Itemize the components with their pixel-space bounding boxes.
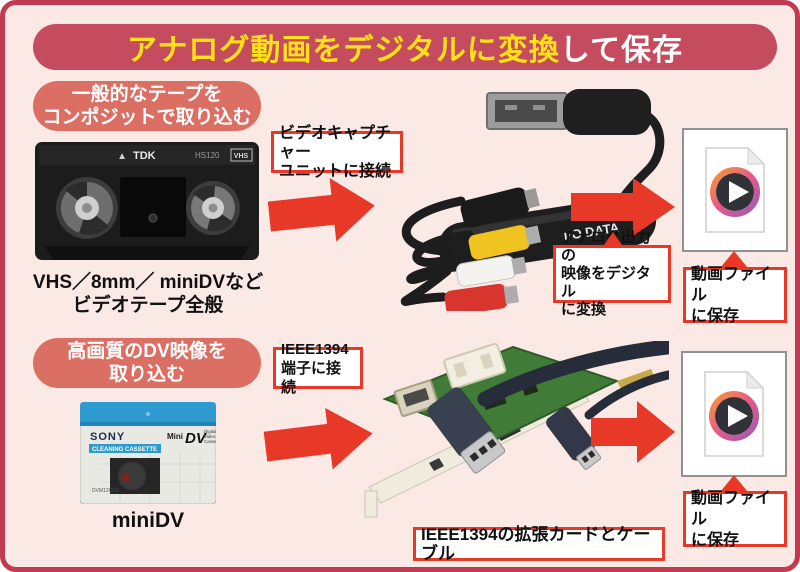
- rca-white-connector: [456, 255, 527, 287]
- vhs-caption-line1: VHS／8mm／ miniDVなど: [32, 272, 264, 293]
- title-banner: アナログ動画をデジタルに変換して保存: [33, 24, 777, 70]
- svg-text:Digital: Digital: [204, 429, 216, 434]
- capture-unit-note-line1: ビデオキャプチャー: [279, 124, 392, 161]
- minidv-caption: miniDV: [111, 509, 185, 532]
- save-pointer-top: [721, 251, 747, 267]
- rca-red-connector: [444, 283, 519, 316]
- usb-plug: [486, 89, 651, 135]
- convert-note-pointer: [602, 232, 624, 248]
- video-file-box-top: [682, 128, 788, 252]
- firewire-6pin-connector: [427, 387, 506, 474]
- arrow-minidv-to-card: [262, 403, 377, 478]
- vhs-top-mark: ▲: [117, 151, 127, 162]
- convert-note-line3: に変換: [561, 301, 607, 318]
- save-note-bottom: 動画ファイル に保存: [683, 489, 787, 549]
- ieee1394-port-note-line1: IEEE1394: [281, 340, 349, 358]
- vhs-model-text: HS120: [195, 151, 220, 160]
- page-title-highlight: アナログ動画をデジタルに変換: [127, 34, 560, 67]
- arrow-device-to-file: [571, 178, 675, 236]
- save-pointer-bottom: [721, 475, 747, 491]
- analog-method-line2: コンポジットで取り込む: [42, 107, 252, 128]
- svg-text:Video: Video: [204, 434, 216, 439]
- firewire-4pin-connector: [546, 407, 602, 470]
- vhs-caption: VHS／8mm／ miniDVなど ビデオテープ全般: [23, 271, 273, 317]
- svg-text:Mini: Mini: [167, 432, 183, 441]
- vhs-right-reel: [186, 181, 240, 235]
- ieee1394-card-image: [363, 339, 675, 548]
- ieee1394-hardware-caption-text: IEEE1394の拡張カードとケーブル: [421, 525, 651, 563]
- vhs-cassette-image: ▲ TDK HS120 VHS: [35, 138, 259, 273]
- arrow-card-to-file: [591, 401, 675, 463]
- ieee1394-port-note: IEEE1394 端子に接続: [273, 341, 363, 396]
- svg-text:Cassette: Cassette: [204, 439, 216, 444]
- svg-text:DV: DV: [185, 430, 208, 447]
- save-note-bottom-line2: に保存: [691, 531, 740, 549]
- svideo-connector: [460, 187, 540, 228]
- save-note-top-line2: に保存: [691, 307, 740, 325]
- video-file-icon: [705, 146, 766, 233]
- minidv-logo: Mini DV Digital Video Cassette: [167, 429, 222, 447]
- save-note-bottom-line1: 動画ファイル: [691, 489, 772, 528]
- vhs-format-logo: VHS: [234, 153, 249, 160]
- dv-method-line1: 高画質のDV映像を: [67, 341, 227, 362]
- dv-method-line2: 取り込む: [108, 364, 185, 385]
- video-file-icon: [704, 370, 765, 457]
- vhs-caption-line2: ビデオテープ全般: [72, 295, 224, 316]
- arrow-vhs-to-device: [266, 174, 378, 249]
- analog-method-label: 一般的なテープを コンポジットで取り込む: [33, 81, 261, 131]
- convert-note-line2: 映像をデジタル: [561, 265, 651, 300]
- vhs-left-reel: [56, 177, 118, 239]
- page-title-tail: して保存: [559, 34, 683, 67]
- analog-method-line1: 一般的なテープを: [71, 84, 223, 105]
- capture-unit-note-line2: ユニットに接続: [279, 162, 392, 180]
- vhs-brand-text: TDK: [133, 150, 156, 162]
- ieee1394-port-note-line2: 端子に接続: [281, 359, 342, 396]
- minidv-cassette-image: SONY CLEANING CASSETTE Mini DV Digital V…: [79, 401, 222, 509]
- dv-method-label: 高画質のDV映像を 取り込む: [33, 338, 261, 388]
- save-note-top-line1: 動画ファイル: [691, 265, 772, 304]
- capture-unit-note: ビデオキャプチャー ユニットに接続: [271, 125, 403, 180]
- cassette-model-text: DVM12CLD: [92, 488, 119, 494]
- save-note-top: 動画ファイル に保存: [683, 265, 787, 325]
- convert-note: アナログ出力の 映像をデジタル に変換: [553, 229, 671, 318]
- cassette-type-text: CLEANING CASSETTE: [92, 447, 157, 453]
- ieee1394-hardware-caption: IEEE1394の拡張カードとケーブル: [413, 525, 665, 563]
- video-file-box-bottom: [681, 351, 787, 477]
- cassette-brand-text: SONY: [90, 431, 125, 443]
- rca-yellow-connector: [468, 225, 542, 260]
